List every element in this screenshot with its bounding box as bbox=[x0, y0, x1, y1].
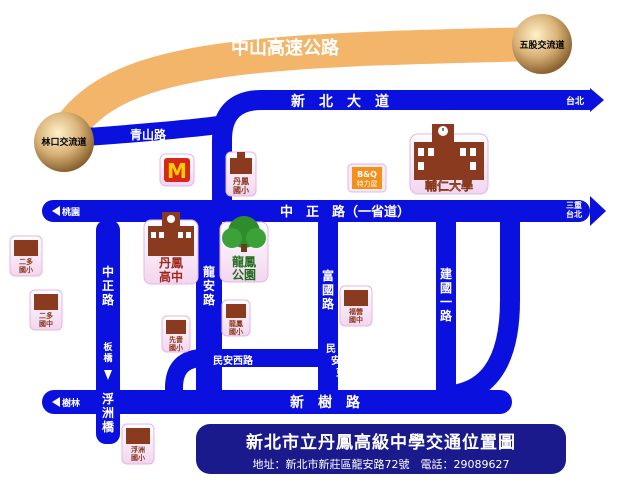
arrow-taipei-icon bbox=[590, 88, 604, 112]
danfeng-building-icon bbox=[148, 212, 194, 256]
map-address: 地址：新北市新莊區龍安路72號 電話：29089627 bbox=[252, 458, 510, 471]
label-wugu: 五股交流道 bbox=[519, 39, 564, 51]
road-minan-west bbox=[165, 349, 330, 398]
map-title-box: 新北市立丹鳳高級中學交通位置圖 地址：新北市新莊區龍安路72號 電話：29089… bbox=[196, 424, 566, 474]
label-minan-east: 民安東路 bbox=[326, 343, 352, 391]
label-xinshu: 新 樹 路 bbox=[290, 394, 361, 411]
sanduo-elem-icon bbox=[9, 235, 43, 277]
fuying-mid-label: 福營國中 bbox=[348, 307, 363, 324]
label-xinbei: 新 北 大 道 bbox=[291, 93, 389, 110]
sanduo-mid-label: 二多國中 bbox=[39, 311, 53, 328]
road-longan bbox=[196, 220, 222, 396]
longfeng-elem-icon bbox=[221, 299, 251, 337]
fuzhou-elem-icon bbox=[121, 423, 155, 465]
mcdonalds-icon bbox=[164, 158, 190, 182]
danfeng-elem-label: 丹鳳國小 bbox=[232, 176, 249, 195]
arrow-left-icon bbox=[52, 206, 60, 216]
label-zhongzheng-main: 中 正 路（一省道） bbox=[280, 204, 410, 220]
sanduo-elem-label: 二多國小 bbox=[19, 257, 33, 274]
dir-shulin: 樹林 bbox=[62, 397, 81, 409]
dir-sanchong: 三重台北 bbox=[566, 200, 582, 219]
road-xinbei bbox=[212, 90, 590, 200]
label-minan-west: 民安西路 bbox=[213, 354, 254, 367]
label-zhongzheng-v: 中正路 bbox=[102, 264, 115, 307]
danfeng-elem-icon bbox=[225, 151, 257, 197]
danfeng-label: 丹鳳高中 bbox=[159, 255, 183, 284]
bq-icon bbox=[352, 167, 382, 189]
label-jianguo: 建國一路 bbox=[439, 266, 453, 323]
label-fuguo: 富國路 bbox=[322, 268, 335, 311]
road-jianguo bbox=[436, 220, 456, 396]
label-qingshan: 青山路 bbox=[130, 127, 167, 142]
arrow-sanchong-icon bbox=[590, 196, 606, 226]
fujen-building-icon bbox=[414, 124, 484, 180]
fujen-label: 輔仁大學 bbox=[425, 178, 473, 193]
mcdonalds-logo: M bbox=[167, 159, 187, 183]
label-linkou: 林口交流道 bbox=[41, 136, 86, 148]
map-title: 新北市立丹鳳高級中學交通位置圖 bbox=[246, 433, 516, 453]
longfeng-elem-label: 龍鳳國小 bbox=[229, 319, 243, 336]
park-label: 龍鳳公園 bbox=[232, 254, 256, 282]
interchange-linkou bbox=[34, 112, 94, 172]
road-zhongzheng-v bbox=[96, 220, 120, 444]
label-fuzhou: 浮洲橋 bbox=[102, 391, 115, 434]
interchange-wugu bbox=[512, 14, 572, 74]
label-banqiao: 板橋 bbox=[103, 341, 113, 364]
sanduo-mid-icon bbox=[29, 289, 63, 331]
road-xinshu bbox=[42, 390, 512, 414]
label-longan: 龍安路 bbox=[203, 264, 216, 307]
arrow-left-shulin-icon bbox=[52, 397, 60, 407]
tree-icon bbox=[222, 216, 266, 252]
fuying-mid-icon bbox=[339, 285, 373, 327]
xianjue-elem-label: 先嗇國小 bbox=[169, 335, 183, 352]
bq-line1: B&Q bbox=[357, 170, 377, 179]
arrow-down-icon bbox=[104, 370, 112, 380]
fuzhou-elem-label: 浮洲國小 bbox=[131, 445, 145, 462]
dir-taipei: 台北 bbox=[566, 95, 584, 107]
bq-line2: 特力屋 bbox=[357, 179, 378, 188]
xianjue-elem-icon bbox=[161, 315, 191, 353]
highway-label: 中山高速公路 bbox=[231, 37, 340, 59]
dir-taoyuan: 桃園 bbox=[62, 206, 80, 218]
highway-zhongshan bbox=[53, 27, 557, 145]
